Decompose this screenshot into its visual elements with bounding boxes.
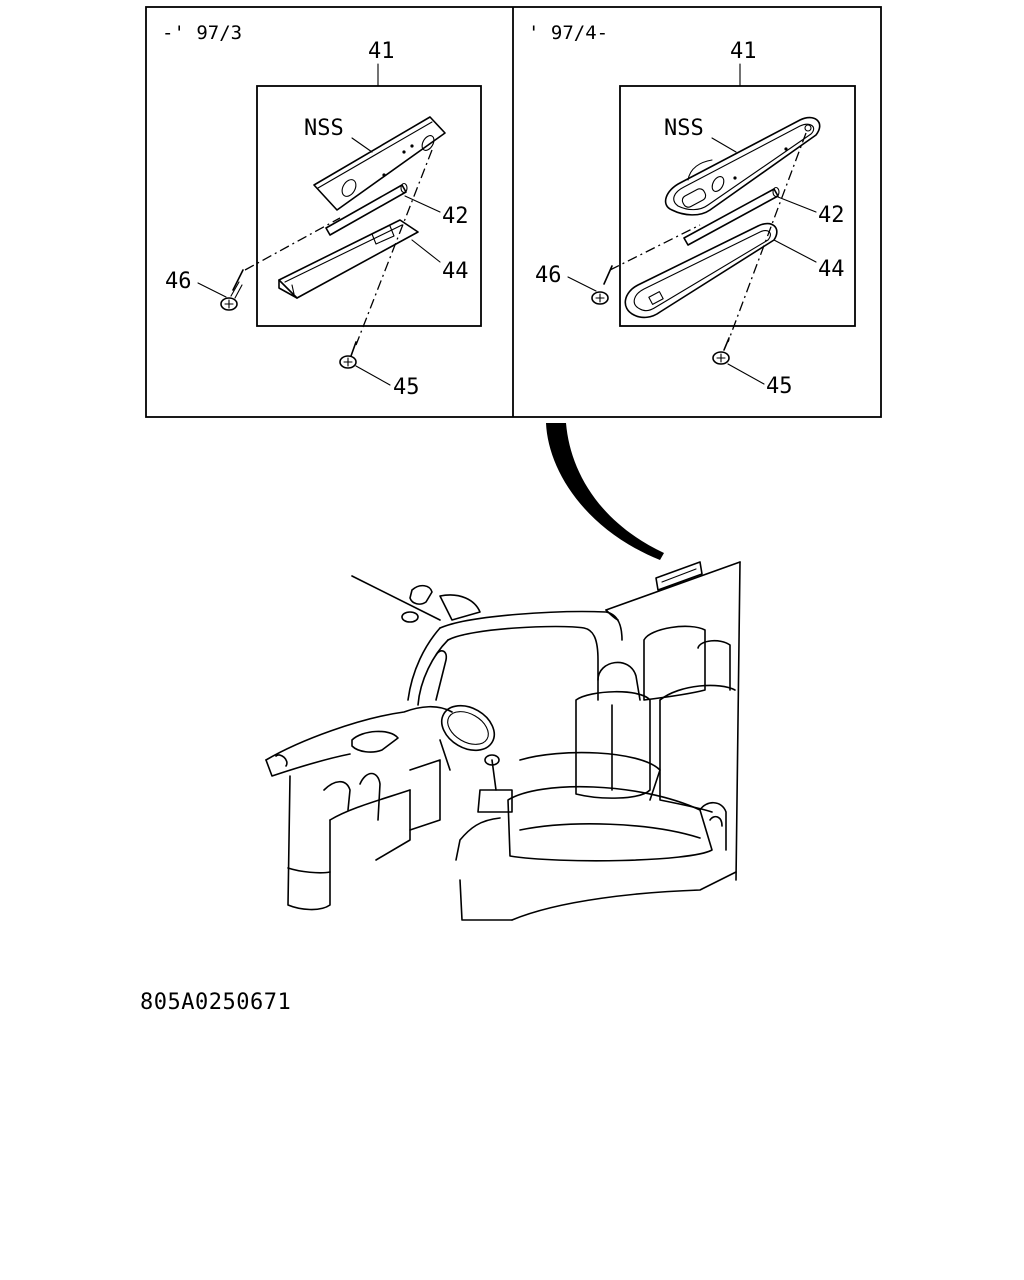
screw-46-left bbox=[220, 269, 244, 311]
period-label-right: ' 97/4- bbox=[528, 22, 608, 44]
callout-41-right: 41 bbox=[730, 39, 757, 64]
callout-44-right: 44 bbox=[818, 257, 845, 282]
callout-nss-left: NSS bbox=[304, 116, 344, 141]
callout-44-left: 44 bbox=[442, 259, 469, 284]
callout-nss-right: NSS bbox=[664, 116, 704, 141]
assembly-box-left bbox=[256, 85, 482, 327]
period-label-left: -' 97/3 bbox=[162, 22, 242, 44]
screw-45-right bbox=[712, 337, 730, 365]
bulb-left bbox=[325, 182, 408, 236]
callout-45-left: 45 bbox=[393, 375, 420, 400]
drawing-code: 805A0250671 bbox=[140, 990, 292, 1015]
location-arrow bbox=[546, 423, 664, 560]
callout-42-right: 42 bbox=[818, 203, 845, 228]
callout-46-right: 46 bbox=[535, 263, 562, 288]
screw-45-left bbox=[339, 341, 357, 369]
cover-left bbox=[278, 219, 419, 299]
screw-46-right bbox=[591, 265, 613, 305]
lamp-base-left bbox=[313, 116, 446, 211]
panel-left: -' 97/3 41 NSS 42 bbox=[162, 22, 482, 400]
cab-interior bbox=[265, 561, 741, 921]
lamp-base-right bbox=[664, 116, 821, 216]
dome-lamp bbox=[655, 561, 703, 591]
callout-42-left: 42 bbox=[442, 204, 469, 229]
panel-right: ' 97/4- 41 NSS 42 44 bbox=[528, 22, 856, 399]
callout-41-left: 41 bbox=[368, 39, 395, 64]
assembly-box-right bbox=[619, 85, 856, 327]
bulb-right bbox=[683, 186, 780, 246]
callout-46-left: 46 bbox=[165, 269, 192, 294]
callout-45-right: 45 bbox=[766, 374, 793, 399]
